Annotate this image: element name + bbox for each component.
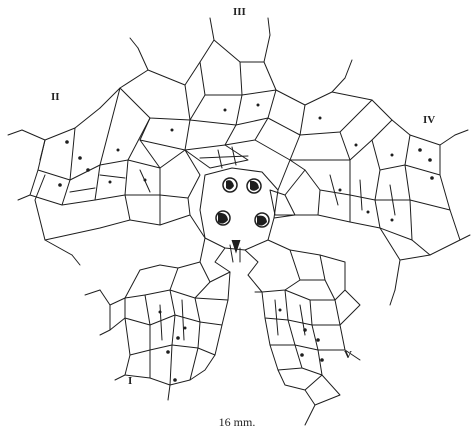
ray-ii-cells [22,88,200,255]
ray-label-v: V [344,349,352,361]
ray-label-iii: III [233,6,246,18]
ray-i-cells [100,238,230,385]
outer-cell-walls [8,18,468,400]
figure-caption: 16 mm. [219,415,256,429]
ray-iv-cells [270,120,470,290]
ray-v-cells [248,240,360,425]
central-pores [216,178,269,252]
ray-label-i: I [128,375,132,387]
central-plate [190,160,295,275]
cell-nuclei [58,104,434,382]
ray-label-iv: IV [423,114,435,126]
ray-label-ii: II [51,91,60,103]
